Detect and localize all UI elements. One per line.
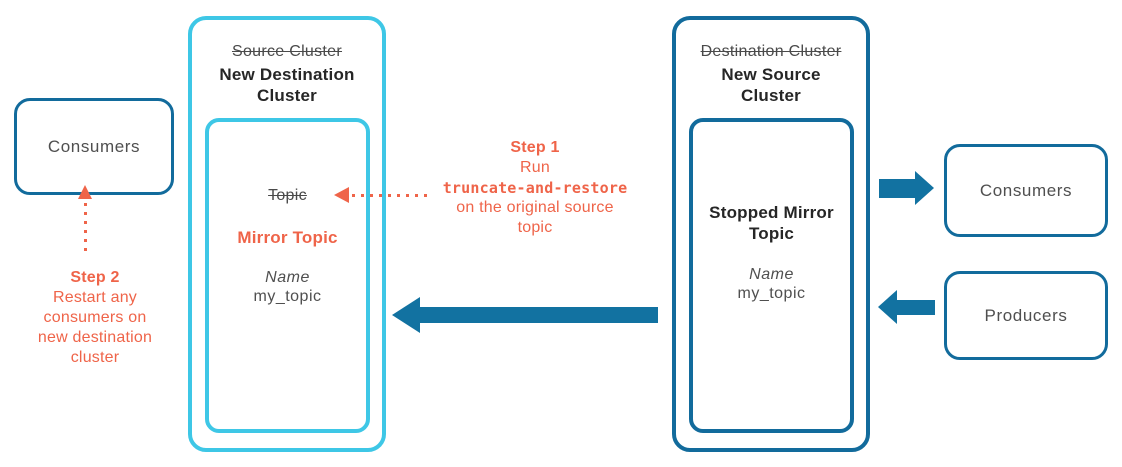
topic-name-label: Name	[749, 266, 794, 283]
replication-arrowhead-left-icon	[392, 297, 420, 333]
new-source-cluster: Destination Cluster New Source Cluster S…	[672, 16, 870, 452]
new-destination-cluster: Source Cluster New Destination Cluster T…	[188, 16, 386, 452]
step2-line: cluster	[70, 349, 120, 366]
step1-line-on: on the original source	[456, 199, 614, 216]
step2-arrowhead-up-icon	[78, 185, 92, 199]
right-consumers-label: Consumers	[979, 180, 1073, 200]
step2-title: Step 2	[70, 269, 120, 286]
new-source-cluster-titles: Destination Cluster New Source Cluster	[676, 42, 866, 106]
new-destination-cluster-titles: Source Cluster New Destination Cluster	[192, 42, 382, 106]
stopped-mirror-topic-box: Stopped Mirror Topic Name my_topic	[689, 118, 854, 433]
consumers-arrow-shaft	[879, 179, 916, 198]
producers-box: Producers	[944, 271, 1108, 360]
topic-name-label: Name	[265, 269, 310, 286]
step2-line: new destination	[37, 329, 153, 346]
step1-line-run: Run	[520, 159, 550, 176]
step1-annotation: Step 1 Run truncate-and-restore on the o…	[425, 138, 645, 238]
step1-line-topic: topic	[517, 219, 553, 236]
producers-label: Producers	[984, 305, 1068, 325]
new-source-cluster-title: New Source Cluster	[721, 65, 821, 105]
step2-line: Restart any	[52, 289, 137, 306]
old-topic-label: Topic	[268, 187, 307, 204]
left-consumers-box: Consumers	[14, 98, 174, 195]
step2-line: consumers on	[43, 309, 147, 326]
step1-title: Step 1	[510, 139, 560, 156]
step1-dotted-line	[352, 194, 430, 197]
old-destination-cluster-title: Destination Cluster	[700, 43, 842, 60]
replication-arrow-shaft	[418, 307, 658, 323]
new-destination-cluster-title: New Destination Cluster	[219, 65, 355, 105]
producers-arrow-shaft	[896, 300, 935, 315]
step1-arrowhead-left-icon	[334, 187, 349, 203]
consumers-arrowhead-right-icon	[915, 171, 934, 205]
step2-dotted-line	[84, 203, 87, 255]
left-consumers-label: Consumers	[47, 136, 141, 156]
step1-command: truncate-and-restore	[442, 179, 628, 197]
step2-annotation: Step 2 Restart any consumers on new dest…	[2, 268, 188, 368]
old-source-cluster-title: Source Cluster	[231, 43, 343, 60]
stopped-mirror-topic-label: Stopped Mirror Topic	[709, 203, 834, 243]
topic-name-value: my_topic	[253, 288, 322, 305]
mirror-topic-box: Topic Mirror Topic Name my_topic	[205, 118, 370, 433]
topic-name-value: my_topic	[737, 285, 806, 302]
right-consumers-box: Consumers	[944, 144, 1108, 237]
mirror-topic-label: Mirror Topic	[237, 228, 338, 247]
producers-arrowhead-left-icon	[878, 290, 897, 324]
